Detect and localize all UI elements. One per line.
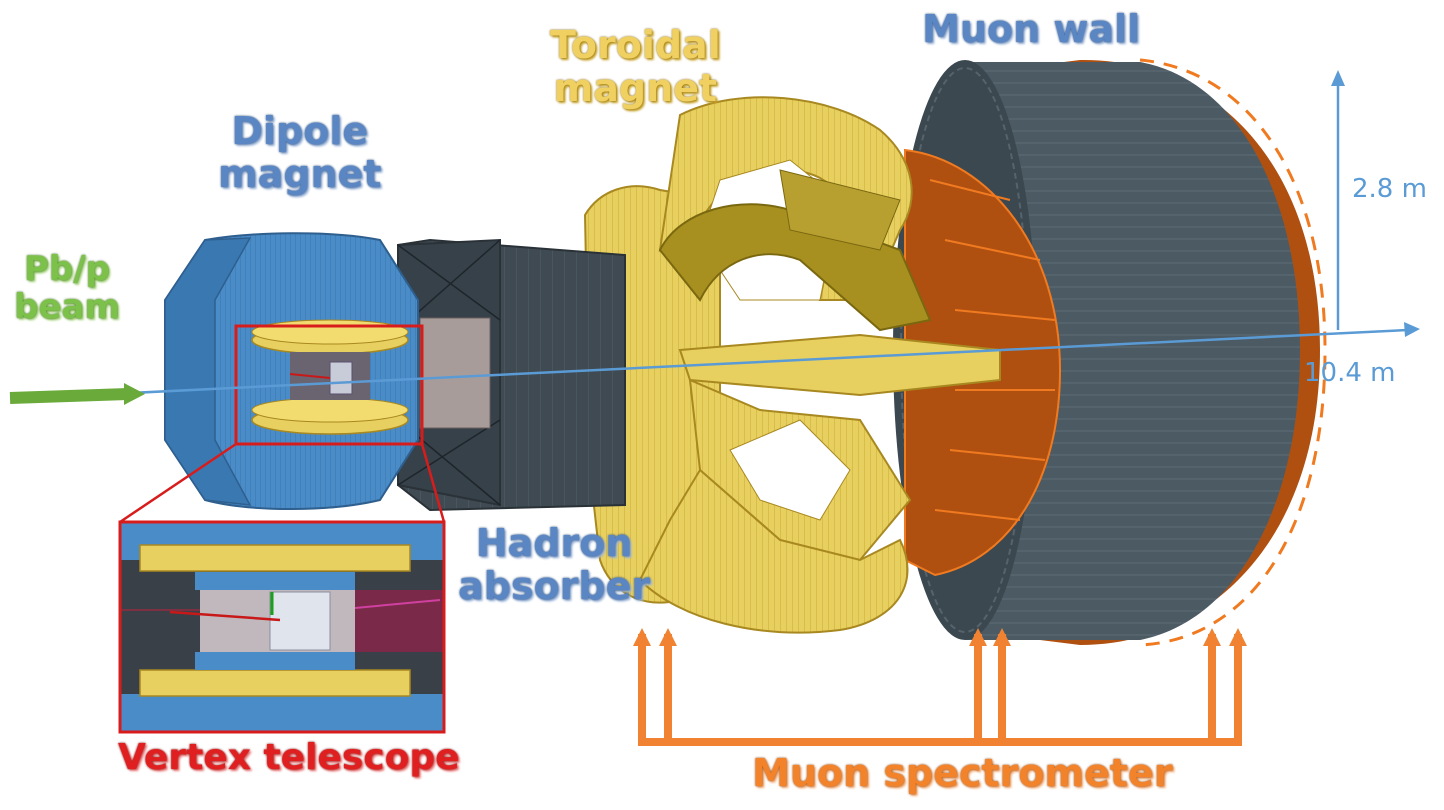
- muon-spectrometer-arrows: [638, 634, 1242, 746]
- muon-spectrometer-label: Muon spectrometer: [752, 751, 1173, 795]
- dimension-axes: [69, 70, 1420, 398]
- toroidal-magnet-label: Toroidal magnet: [550, 24, 721, 109]
- muon-wall-label: Muon wall: [922, 7, 1141, 51]
- beam-arrow: [9, 383, 145, 405]
- height-dimension-label: 2.8 m: [1352, 174, 1427, 204]
- toroidal-magnet-label-line2: magnet: [553, 65, 718, 110]
- toroidal-magnet: [583, 96, 1001, 634]
- beam-axis-line: [69, 328, 1409, 398]
- dipole-magnet: [164, 232, 419, 510]
- hadron-absorber-label-line2: absorber: [458, 563, 651, 608]
- vertex-telescope-inset: [118, 520, 446, 734]
- dipole-magnet-label: Dipole magnet: [218, 110, 381, 195]
- inset-connector-right: [420, 443, 446, 523]
- beam-axis-arrowhead: [1404, 322, 1420, 337]
- inset-connector-left: [119, 442, 237, 524]
- height-axis-arrowhead: [1331, 70, 1345, 86]
- vertex-telescope-label: Vertex telescope: [118, 737, 460, 778]
- dipole-magnet-label-line2: magnet: [218, 151, 382, 196]
- beam-label-line2: beam: [14, 287, 120, 328]
- hadron-absorber-label: Hadron absorber: [458, 522, 650, 607]
- muon-spectrometer-arrowheads: [633, 628, 1247, 646]
- beam-label: Pb/p beam: [14, 250, 120, 326]
- toroidal-magnet-label-line1: Toroidal: [550, 23, 721, 67]
- dipole-magnet-label-line1: Dipole: [231, 109, 369, 153]
- length-dimension-label: 10.4 m: [1304, 358, 1396, 388]
- hadron-absorber-label-line1: Hadron: [475, 521, 633, 565]
- beam-label-line1: Pb/p: [23, 249, 110, 289]
- vertex-telescope-highlight: [234, 324, 424, 446]
